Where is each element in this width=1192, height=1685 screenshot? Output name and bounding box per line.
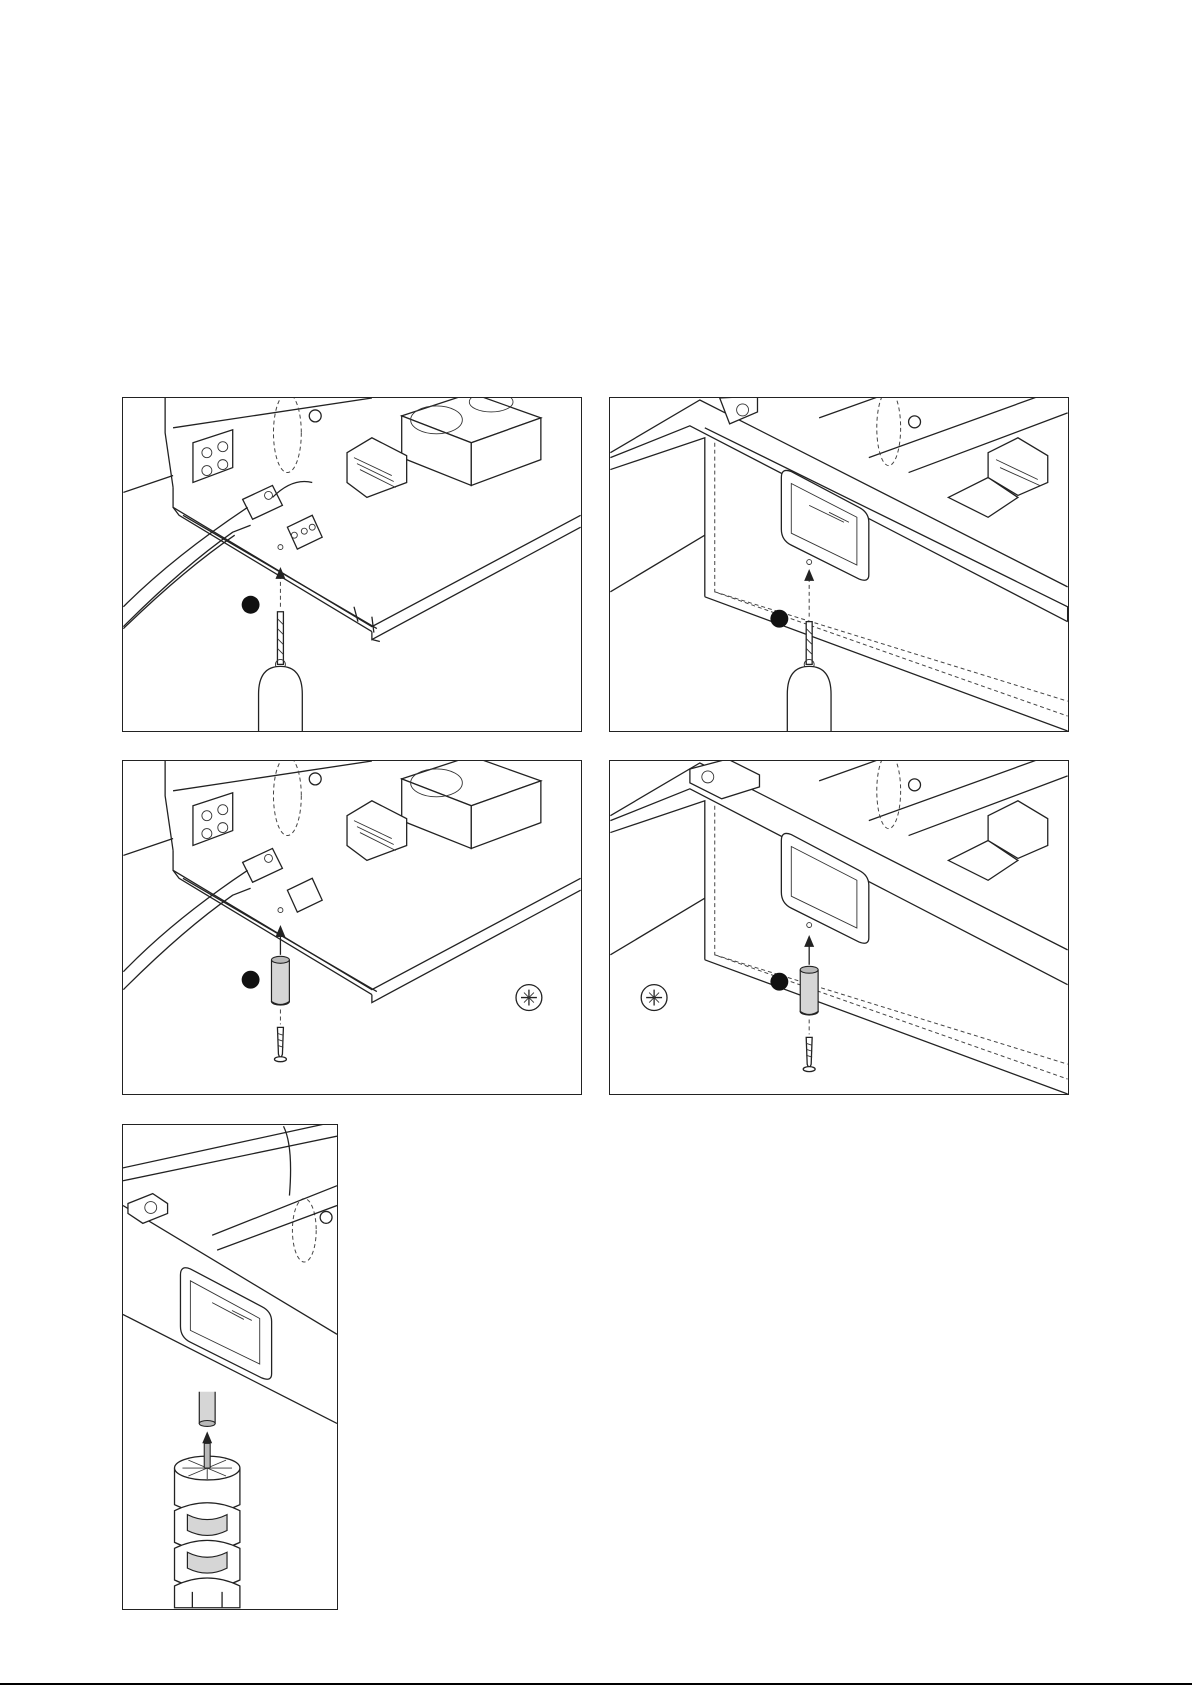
drill-closed-duct-illustration [610,398,1068,731]
step-marker-dot [242,596,260,614]
pozidriv-icon [641,985,667,1011]
drill-open-tray-illustration [123,398,581,731]
spacer-open-tray-illustration [123,761,581,1094]
step-marker-dot [770,973,788,991]
cable-spine-illustration [123,1125,337,1609]
cable-spine-icon [175,1443,240,1607]
drill-chuck [787,666,831,731]
pozidriv-icon [516,985,542,1011]
spacer-closed-duct-illustration [610,761,1068,1094]
step-marker-dot [242,971,260,989]
terminal-box [193,430,233,483]
drill-chuck [259,666,303,731]
step-marker-dot [770,610,788,628]
panel-drill-closed-duct [609,397,1069,732]
panel-drill-open-tray [122,397,582,732]
panel-spacer-open-tray [122,760,582,1095]
panel-spacer-closed-duct [609,760,1069,1095]
panel-attach-cable-spine [122,1124,338,1610]
